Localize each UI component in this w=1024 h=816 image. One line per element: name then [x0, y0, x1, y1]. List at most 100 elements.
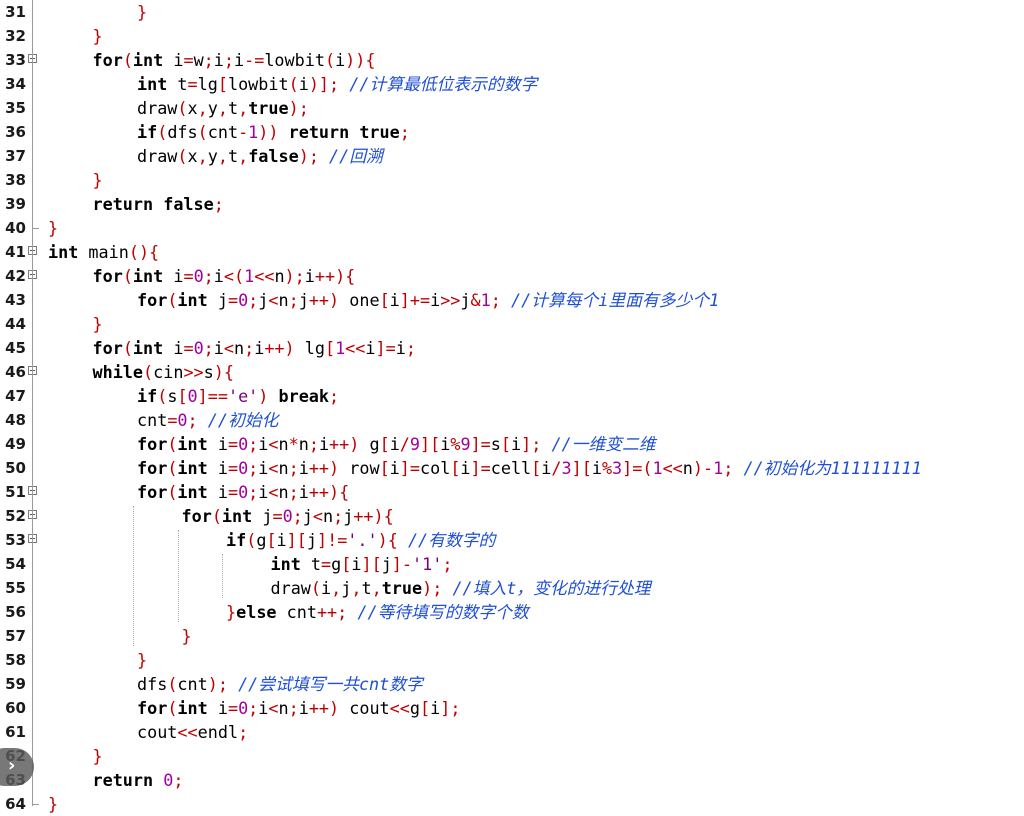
code-text[interactable]: if(dfs(cnt-1)) return true;: [137, 120, 410, 144]
code-token: i: [430, 290, 441, 310]
code-token: return: [92, 770, 154, 790]
code-text[interactable]: for(int i=w;i;i-=lowbit(i)){: [93, 48, 376, 72]
code-text[interactable]: draw(x,y,t,false); //回溯: [137, 144, 383, 168]
code-text[interactable]: if(g[i][j]!='.'){ //有数字的: [226, 528, 495, 552]
code-token: );: [422, 578, 443, 598]
code-text[interactable]: for(int i=0;i<n*n;i++) g[i/9][i%9]=s[i];…: [137, 432, 656, 456]
code-token: (: [167, 458, 178, 478]
code-token: ;: [442, 554, 453, 574]
code-token: lowbit: [227, 74, 289, 94]
code-text[interactable]: while(cin>>s){: [93, 360, 235, 384]
code-text[interactable]: }: [93, 312, 103, 336]
code-text[interactable]: draw(i,j,t,true); //填入t，变化的进行处理: [271, 576, 651, 600]
code-token: if: [137, 122, 158, 142]
code-token: [: [177, 386, 188, 406]
code-text[interactable]: for(int j=0;j<n;j++){: [182, 504, 394, 528]
code-token: cnt: [207, 122, 239, 142]
code-token: [: [217, 74, 228, 94]
code-text[interactable]: int t=lg[lowbit(i)]; //计算最低位表示的数字: [137, 72, 537, 96]
line-number: 53: [5, 531, 26, 549]
code-token: for: [181, 506, 212, 526]
code-token: int: [132, 50, 164, 70]
code-text[interactable]: cnt=0; //初始化: [137, 408, 278, 432]
code-token: n: [278, 458, 289, 478]
code-comment: //计算最低位表示的数字: [349, 74, 538, 94]
code-text[interactable]: }: [93, 24, 103, 48]
code-text[interactable]: draw(x,y,t,true);: [137, 96, 309, 120]
code-token: 1: [248, 122, 259, 142]
code-text[interactable]: }: [137, 0, 147, 24]
code-text[interactable]: }: [182, 624, 192, 648]
code-token: (: [143, 362, 154, 382]
code-token: main: [78, 242, 129, 262]
code-text[interactable]: }else cnt++; //等待填写的数字个数: [226, 600, 529, 624]
code-text[interactable]: }: [93, 744, 103, 768]
code-token: 0: [238, 482, 249, 502]
code-text[interactable]: cout<<endl;: [137, 720, 248, 744]
code-text[interactable]: int main(){: [48, 240, 159, 264]
code-token: i: [207, 434, 228, 454]
code-token: ,: [331, 578, 342, 598]
code-token: %: [450, 434, 461, 454]
code-token: ;: [203, 266, 214, 286]
code-token: }: [181, 626, 192, 646]
code-text[interactable]: }: [48, 792, 58, 816]
code-token: draw: [137, 98, 178, 118]
code-text[interactable]: }: [48, 216, 58, 240]
code-text[interactable]: return false;: [93, 192, 224, 216]
line-number: 36: [5, 123, 26, 141]
code-token: -: [238, 122, 249, 142]
code-token: i: [460, 458, 471, 478]
code-line: 62}: [0, 744, 1024, 768]
code-token: j: [298, 290, 309, 310]
code-token: i: [163, 338, 184, 358]
code-text[interactable]: int t=g[i][j]-'1';: [271, 552, 453, 576]
code-token: i: [389, 290, 400, 310]
code-token: i: [258, 458, 269, 478]
line-number: 41: [5, 243, 26, 261]
code-token: '.': [347, 530, 378, 550]
code-token: i: [304, 266, 315, 286]
code-token: int: [221, 506, 253, 526]
code-text[interactable]: for(int j=0;j<n;j++) one[i]+=i>>j&1; //计…: [137, 288, 719, 312]
scroll-sidebar-button[interactable]: ›: [0, 748, 34, 786]
code-token: for: [137, 698, 168, 718]
code-token: i: [213, 50, 224, 70]
code-text[interactable]: dfs(cnt); //尝试填写一共cnt数字: [137, 672, 423, 696]
code-token: ;: [248, 434, 259, 454]
code-token: break: [278, 386, 330, 406]
code-token: for: [92, 338, 123, 358]
code-token: (: [324, 50, 336, 70]
code-token: ;: [248, 458, 259, 478]
code-token: return true: [288, 122, 400, 142]
code-line: 32}: [0, 24, 1024, 48]
code-text[interactable]: for(int i=0;i<n;i++){: [137, 480, 349, 504]
code-text[interactable]: return 0;: [93, 768, 184, 792]
code-token: =: [183, 338, 194, 358]
code-text[interactable]: for(int i=0;i<n;i++) row[i]=col[i]=cell[…: [137, 456, 922, 480]
code-text[interactable]: for(int i=0;i<n;i++) cout<<g[i];: [137, 696, 460, 720]
code-token: ,: [217, 98, 228, 118]
code-token: [501, 290, 511, 310]
code-token: i: [365, 338, 376, 358]
code-token: /: [399, 434, 410, 454]
code-token: n: [278, 290, 289, 310]
code-text[interactable]: for(int i=0;i<(1<<n);i++){: [93, 264, 356, 288]
code-token: x: [187, 146, 198, 166]
code-text[interactable]: }: [93, 168, 103, 192]
code-text[interactable]: if(s[0]=='e') break;: [137, 384, 339, 408]
code-token: =: [183, 266, 194, 286]
code-token: 0: [238, 290, 249, 310]
line-number: 54: [5, 555, 26, 573]
code-text[interactable]: }: [137, 648, 147, 672]
code-token: ++){: [353, 506, 394, 526]
code-line: 63return 0;: [0, 768, 1024, 792]
code-token: j: [252, 506, 273, 526]
code-token: =: [321, 554, 332, 574]
code-text[interactable]: for(int i=0;i<n;i++) lg[1<<i]=i;: [93, 336, 416, 360]
code-token: ;: [248, 290, 259, 310]
